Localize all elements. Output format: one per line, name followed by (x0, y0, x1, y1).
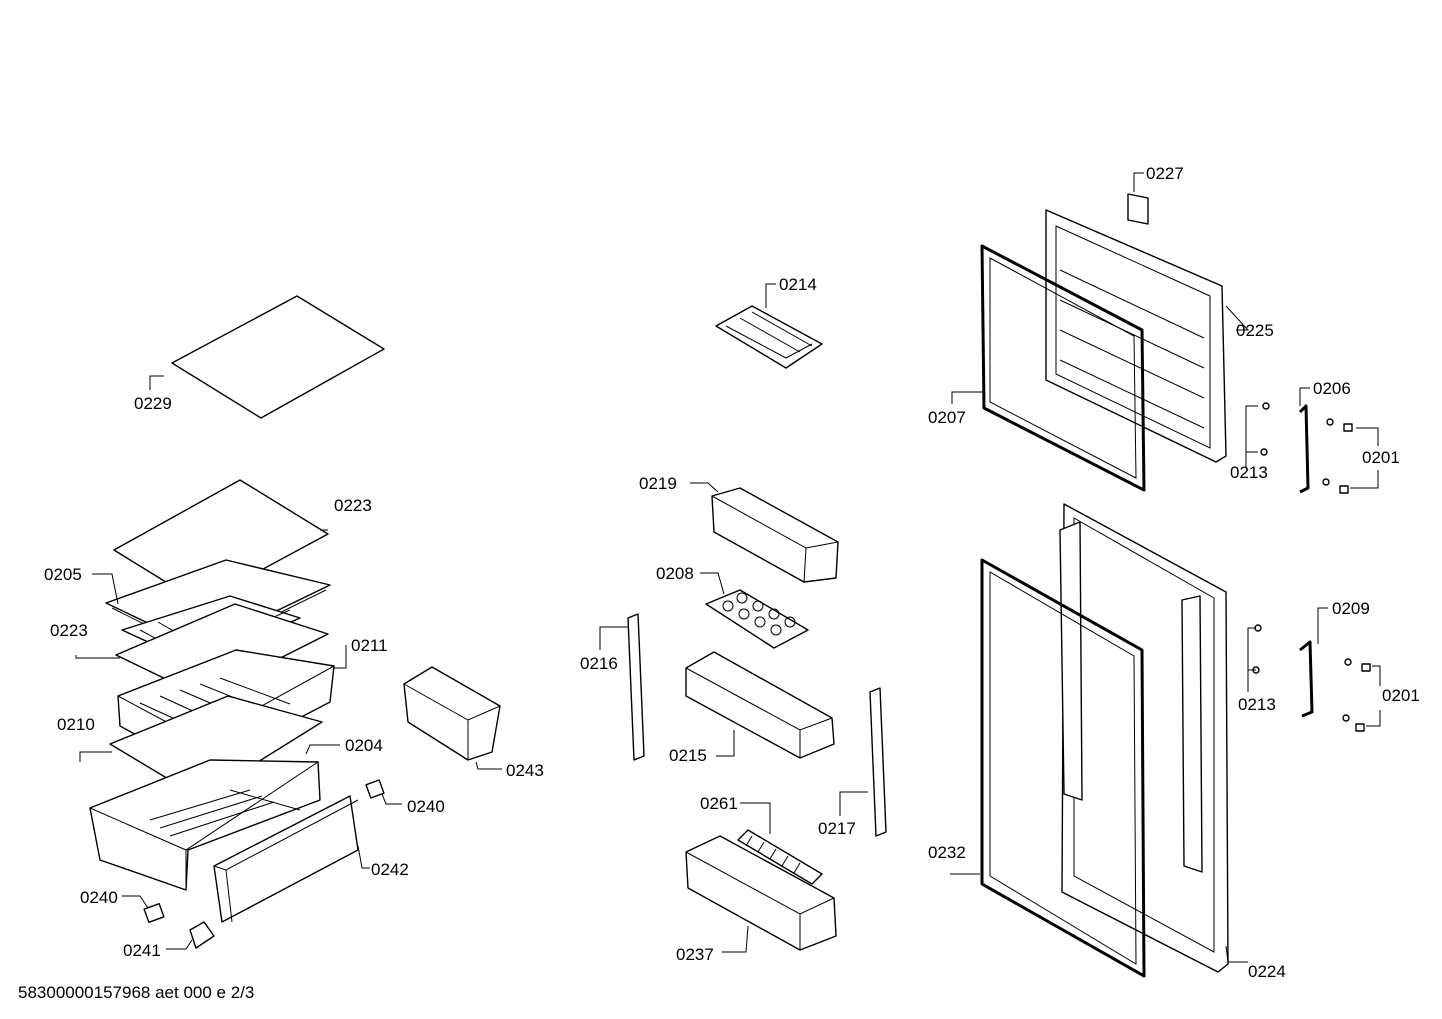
label-0240-upper: 0240 (407, 797, 445, 816)
label-0201-upper: 0201 (1362, 448, 1400, 467)
part-0240-clip-lower (143, 902, 165, 924)
part-0225-freezer-door (1045, 209, 1227, 463)
label-0209: 0209 (1332, 599, 1370, 618)
leader-lines (75, 172, 1381, 963)
label-0207: 0207 (928, 408, 966, 427)
label-0204: 0204 (345, 736, 383, 755)
part-0227-badge (1127, 193, 1149, 225)
label-0201-lower: 0201 (1382, 686, 1420, 705)
label-0223-upper: 0223 (334, 496, 372, 515)
part-0237-large-door-bin (685, 835, 837, 951)
label-0216: 0216 (580, 654, 618, 673)
label-0232: 0232 (928, 843, 966, 862)
label-0206: 0206 (1313, 379, 1351, 398)
label-0210: 0210 (57, 715, 95, 734)
label-0213-upper: 0213 (1230, 463, 1268, 482)
label-0242: 0242 (371, 860, 409, 879)
part-0206-handle-upper (1298, 404, 1310, 494)
label-0229: 0229 (134, 394, 172, 413)
label-0241: 0241 (123, 941, 161, 960)
label-0261: 0261 (700, 794, 738, 813)
part-0201-caps-lower (1355, 663, 1371, 732)
part-0242-drawer-front (213, 795, 359, 923)
label-0223-lower: 0223 (50, 621, 88, 640)
label-0243: 0243 (506, 761, 544, 780)
label-0217: 0217 (818, 819, 856, 838)
part-0213-screws-upper (1260, 402, 1334, 486)
part-0241-clip (189, 921, 215, 949)
label-0214: 0214 (779, 275, 817, 294)
part-0215-door-bin (685, 651, 835, 759)
part-0207-freezer-gasket (980, 244, 1146, 492)
part-0217-door-rail-right (869, 687, 887, 837)
label-0215: 0215 (669, 746, 707, 765)
label-0211: 0211 (351, 636, 388, 655)
label-0237: 0237 (676, 945, 714, 964)
part-0208-egg-tray (705, 589, 809, 649)
part-0224-fridge-door (1059, 503, 1229, 973)
part-0204-large-drawer (89, 759, 321, 891)
part-0216-door-rail-left (627, 613, 645, 761)
part-0201-caps-upper (1339, 423, 1353, 494)
part-0232-fridge-gasket (980, 558, 1146, 978)
part-0243-small-bin (403, 666, 501, 761)
part-0219-bottle-holder (711, 487, 839, 583)
footer-document-id: 58300000157968 aet 000 e 2/3 (18, 983, 254, 1002)
part-0214-ice-tray (715, 305, 823, 369)
part-0261-bottle-divider (737, 829, 823, 885)
label-0227: 0227 (1146, 164, 1184, 183)
part-0240-clip-upper (365, 779, 385, 799)
label-0225: 0225 (1236, 321, 1274, 340)
label-0208: 0208 (656, 564, 694, 583)
label-0224: 0224 (1248, 962, 1286, 981)
label-0240-lower: 0240 (80, 888, 118, 907)
label-0205: 0205 (44, 565, 82, 584)
label-0219: 0219 (639, 474, 677, 493)
part-0213-screws-lower (1252, 624, 1352, 722)
part-0209-handle-lower (1299, 640, 1314, 718)
part-0229-glass-shelf (171, 295, 385, 419)
label-0213-lower: 0213 (1238, 695, 1276, 714)
